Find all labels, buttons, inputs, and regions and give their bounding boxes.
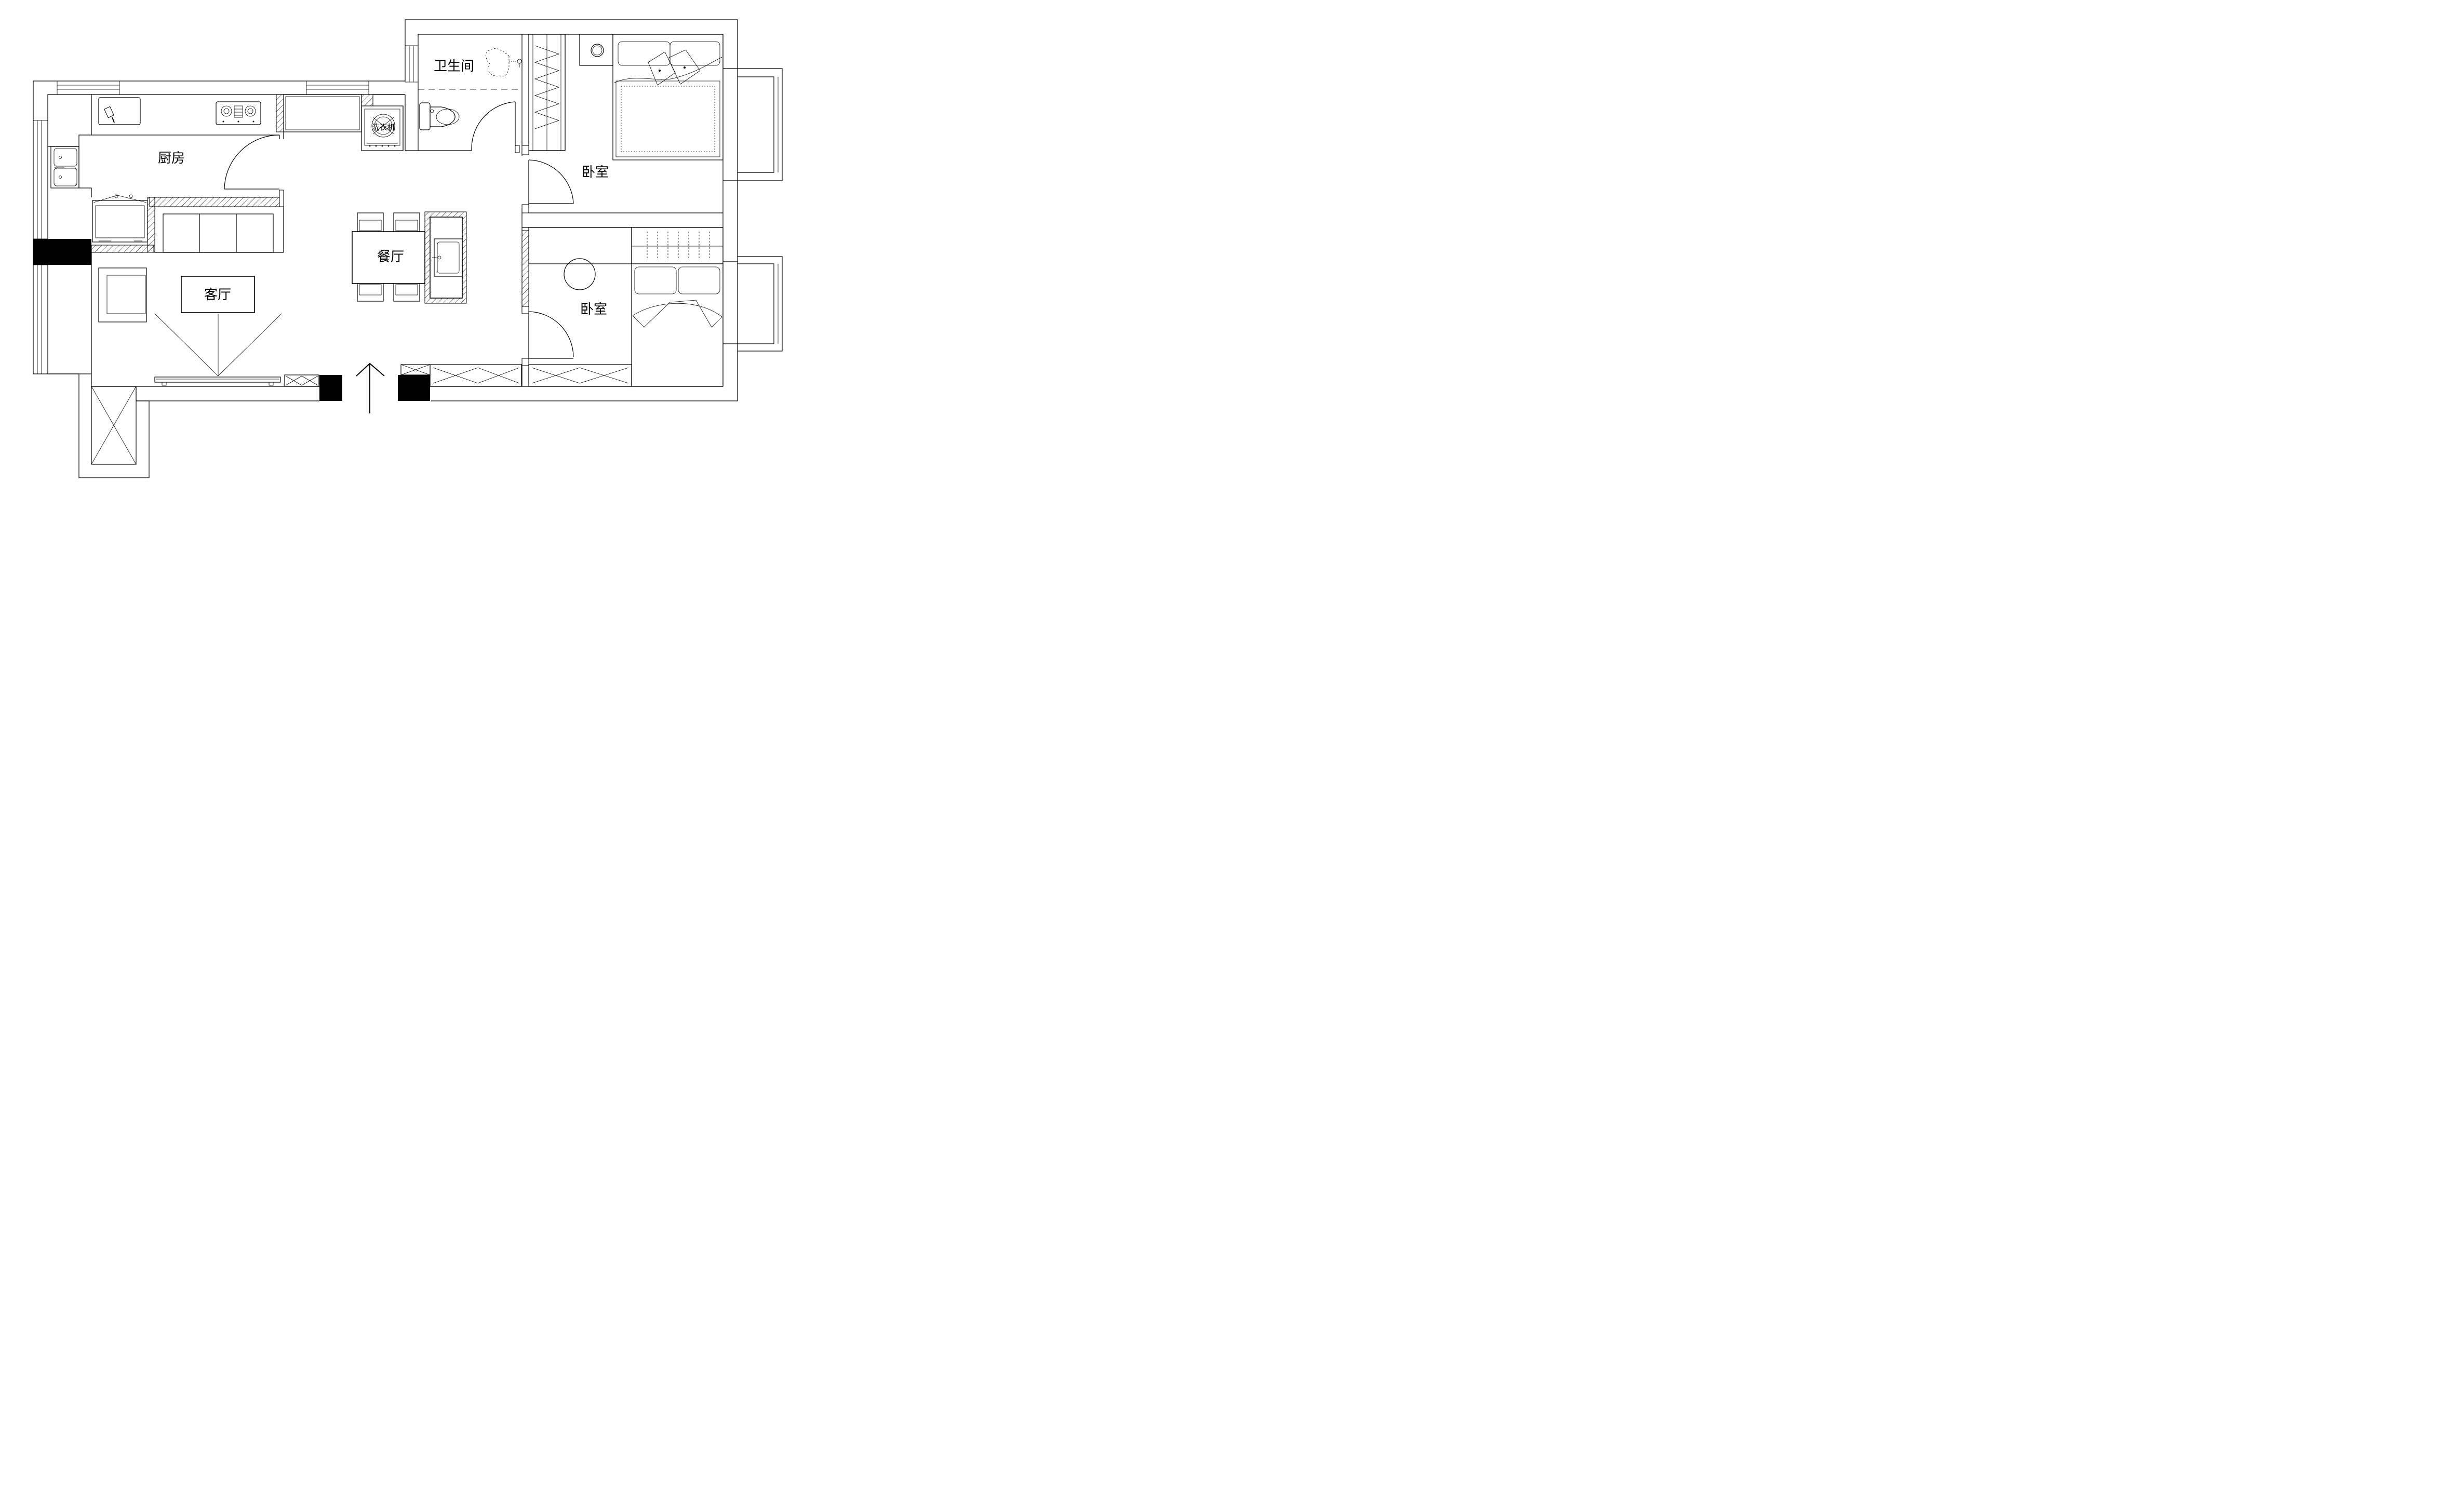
gas-stove-icon bbox=[216, 101, 261, 125]
windows bbox=[33, 45, 783, 374]
label-bathroom: 卫生间 bbox=[434, 59, 474, 74]
floor-plan: 洗衣机 bbox=[33, 19, 783, 478]
tv-cabinet-icon bbox=[154, 376, 281, 386]
bedside-lamp-icon bbox=[591, 44, 604, 57]
entry-pillar-left bbox=[319, 375, 342, 401]
label-kitchen: 厨房 bbox=[158, 151, 185, 166]
cutting-board bbox=[98, 97, 141, 125]
exterior-walls bbox=[33, 19, 738, 478]
armchair-icon bbox=[98, 267, 147, 322]
label-bedroom-main: 卧室 bbox=[582, 165, 609, 180]
label-bedroom-second: 卧室 bbox=[580, 302, 607, 317]
toilet-icon bbox=[419, 102, 460, 130]
kitchen-area bbox=[48, 94, 405, 253]
double-bed-icon bbox=[612, 34, 724, 160]
appliance-label: 洗衣机 bbox=[371, 123, 395, 132]
label-living: 客厅 bbox=[204, 287, 231, 303]
coffee-table bbox=[181, 276, 255, 313]
tv-viewing-lines bbox=[154, 313, 282, 376]
round-table-icon bbox=[564, 258, 596, 290]
hangers-icon bbox=[647, 232, 710, 260]
entry-pillar-right bbox=[398, 375, 430, 401]
second-bedroom bbox=[521, 227, 724, 387]
living-area bbox=[91, 267, 319, 465]
label-dining: 餐厅 bbox=[377, 249, 404, 265]
shower-icon bbox=[486, 48, 522, 77]
dining-set bbox=[352, 211, 467, 304]
single-bed-icon bbox=[631, 263, 724, 387]
solid-column bbox=[33, 239, 91, 265]
entrance-arrow-icon bbox=[356, 362, 385, 413]
refrigerator-icon bbox=[92, 194, 148, 243]
washing-machine-icon: 洗衣机 bbox=[361, 105, 404, 151]
kitchen-sink-icon bbox=[50, 146, 79, 189]
knife-icon bbox=[104, 106, 115, 123]
wardrobe-bathroom bbox=[521, 34, 566, 156]
hallway-cabinets bbox=[400, 364, 632, 387]
master-bedroom bbox=[521, 34, 724, 312]
bathroom-area bbox=[403, 34, 523, 153]
